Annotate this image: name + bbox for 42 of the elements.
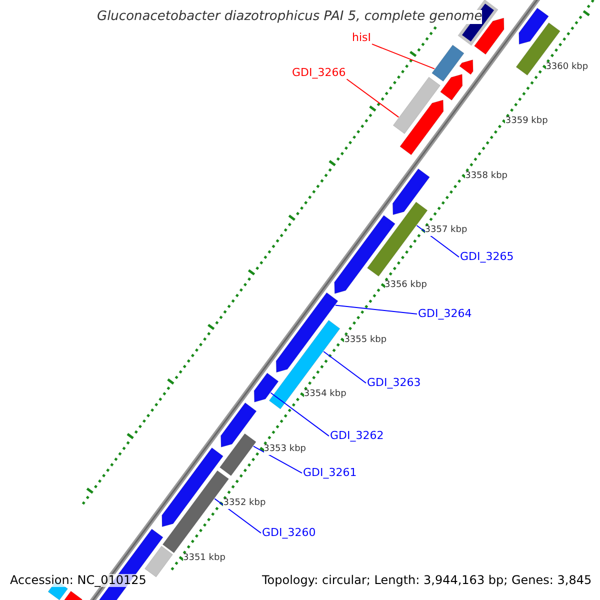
- gene-feature: [459, 60, 474, 75]
- tick-label: 3352 kbp: [223, 499, 266, 510]
- gene-label: GDI_3261: [303, 467, 357, 480]
- gene-bar: [220, 433, 256, 476]
- gene-bar: [392, 76, 440, 134]
- tick-label: 3355 kbp: [344, 336, 387, 346]
- tick-label: 3359 kbp: [505, 117, 548, 128]
- gene-label: hisI: [352, 32, 372, 44]
- gene-bar: [62, 590, 82, 600]
- gene-bar: [432, 44, 464, 82]
- accession-text: Accession: NC_010125: [8, 574, 148, 588]
- leader-line: [416, 225, 460, 258]
- gene-feature: [400, 100, 444, 156]
- tick-label: 3356 kbp: [384, 281, 427, 291]
- gene-bar: [144, 546, 173, 578]
- leader-line: [214, 498, 262, 534]
- tick-label: 3358 kbp: [465, 172, 508, 182]
- tick-label: 3360 kbp: [546, 62, 588, 72]
- gene-feature: [392, 168, 430, 216]
- tick-label: 3353 kbp: [264, 444, 306, 455]
- gene-label: GDI_3263: [367, 377, 421, 390]
- leader-line: [270, 392, 330, 437]
- gene-feature: [220, 402, 257, 448]
- tick-label: 3354 kbp: [304, 390, 346, 400]
- gene-feature: [276, 292, 338, 373]
- leader-line: [323, 350, 366, 384]
- title: Gluconacetobacter diazotrophicus PAI 5, complete genome: [97, 10, 482, 24]
- gene-label: GDI_3264: [418, 308, 472, 320]
- gene-label: GDI_3265: [460, 251, 514, 264]
- leader-line: [252, 446, 302, 474]
- tick-label: 3357 kbp: [424, 226, 468, 236]
- leader-line: [372, 44, 435, 70]
- gene-feature: [254, 372, 279, 402]
- topology-text: Topology: circular; Length: 3,944,163 bp; Genes: 3,845: [262, 574, 592, 588]
- gene-label: GDI_3262: [330, 430, 384, 442]
- leader-line: [334, 304, 418, 315]
- tick-label: 3351 kbp: [183, 554, 226, 564]
- gene-label: GDI_3260: [262, 527, 316, 540]
- gene-feature: [518, 8, 549, 45]
- gene-label: GDI_3266: [292, 67, 346, 80]
- leader-line: [346, 78, 400, 118]
- gene-feature: [162, 448, 224, 527]
